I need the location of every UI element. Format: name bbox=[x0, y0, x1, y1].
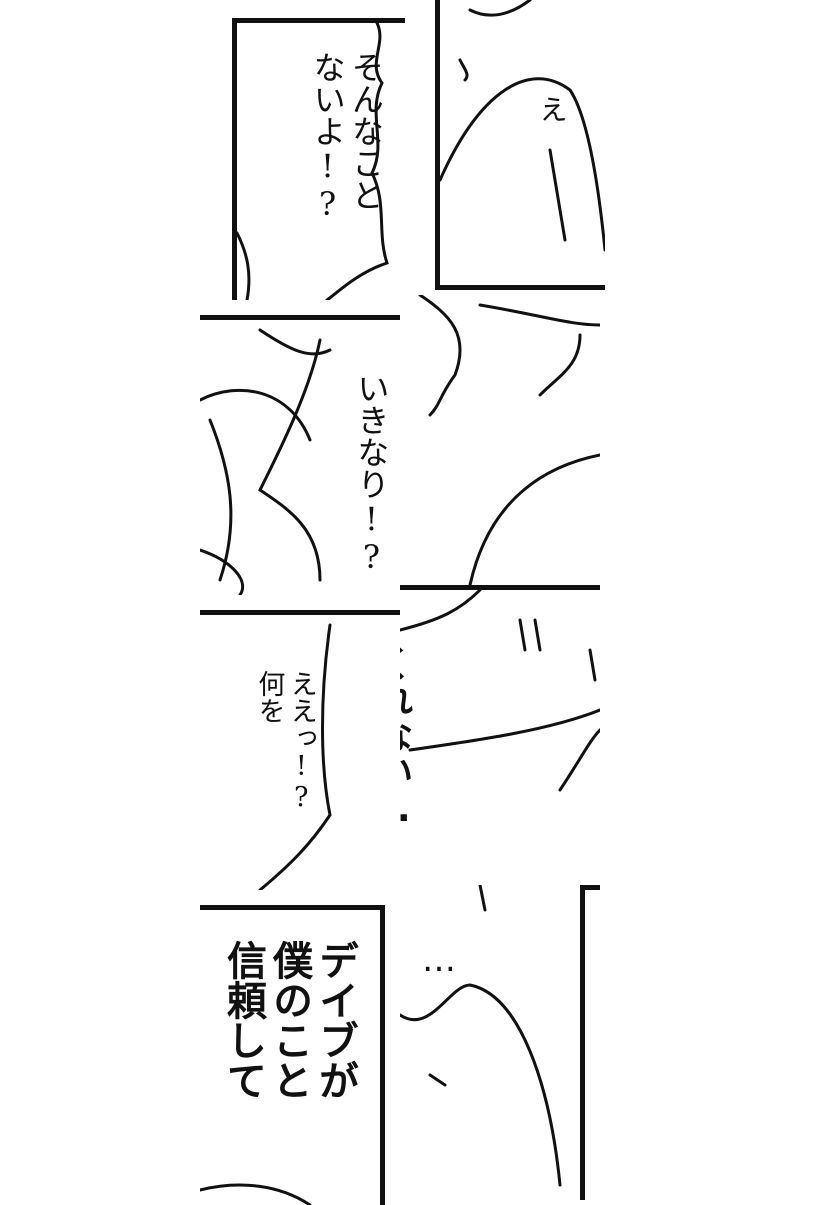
speech-text: そんなことないよ!? bbox=[308, 51, 385, 223]
panel-3: いきなり!? bbox=[200, 315, 400, 595]
panel-8: … bbox=[400, 885, 585, 1200]
character-drawing bbox=[200, 328, 332, 595]
character-drawing bbox=[440, 0, 605, 252]
character-drawing bbox=[200, 1183, 312, 1205]
speech-line: ええっ!? bbox=[285, 670, 317, 813]
speech-line: そんなこと bbox=[347, 51, 385, 211]
panel-5: ええっ!?何を bbox=[200, 610, 400, 890]
character-drawing bbox=[400, 885, 562, 1187]
character-drawing bbox=[418, 295, 600, 585]
speech-line: ないよ!? bbox=[308, 51, 347, 223]
panel-7: デイブが僕のこと信頼して bbox=[200, 905, 385, 1205]
speech-line: 僕のこと bbox=[266, 940, 312, 1100]
speech-line: 信頼して bbox=[220, 940, 266, 1100]
panel-4 bbox=[400, 295, 600, 590]
character-drawing bbox=[400, 590, 600, 792]
panel-6: くれない… bbox=[400, 585, 600, 890]
panel-2: え bbox=[435, 0, 605, 290]
panel-1: そんなことないよ!? bbox=[232, 18, 405, 300]
speech-line: デイブが bbox=[312, 940, 358, 1100]
speech-text: くれない… bbox=[400, 645, 413, 830]
speech-line: 何を bbox=[253, 670, 285, 724]
sfx-text: え bbox=[535, 95, 569, 123]
sfx-text: … bbox=[422, 940, 456, 980]
speech-text: ええっ!?何を bbox=[252, 670, 317, 813]
character-drawing bbox=[237, 23, 389, 300]
character-drawing bbox=[258, 623, 332, 890]
speech-text: デイブが僕のこと信頼して bbox=[220, 940, 358, 1100]
speech-text: いきなり!? bbox=[352, 372, 391, 576]
